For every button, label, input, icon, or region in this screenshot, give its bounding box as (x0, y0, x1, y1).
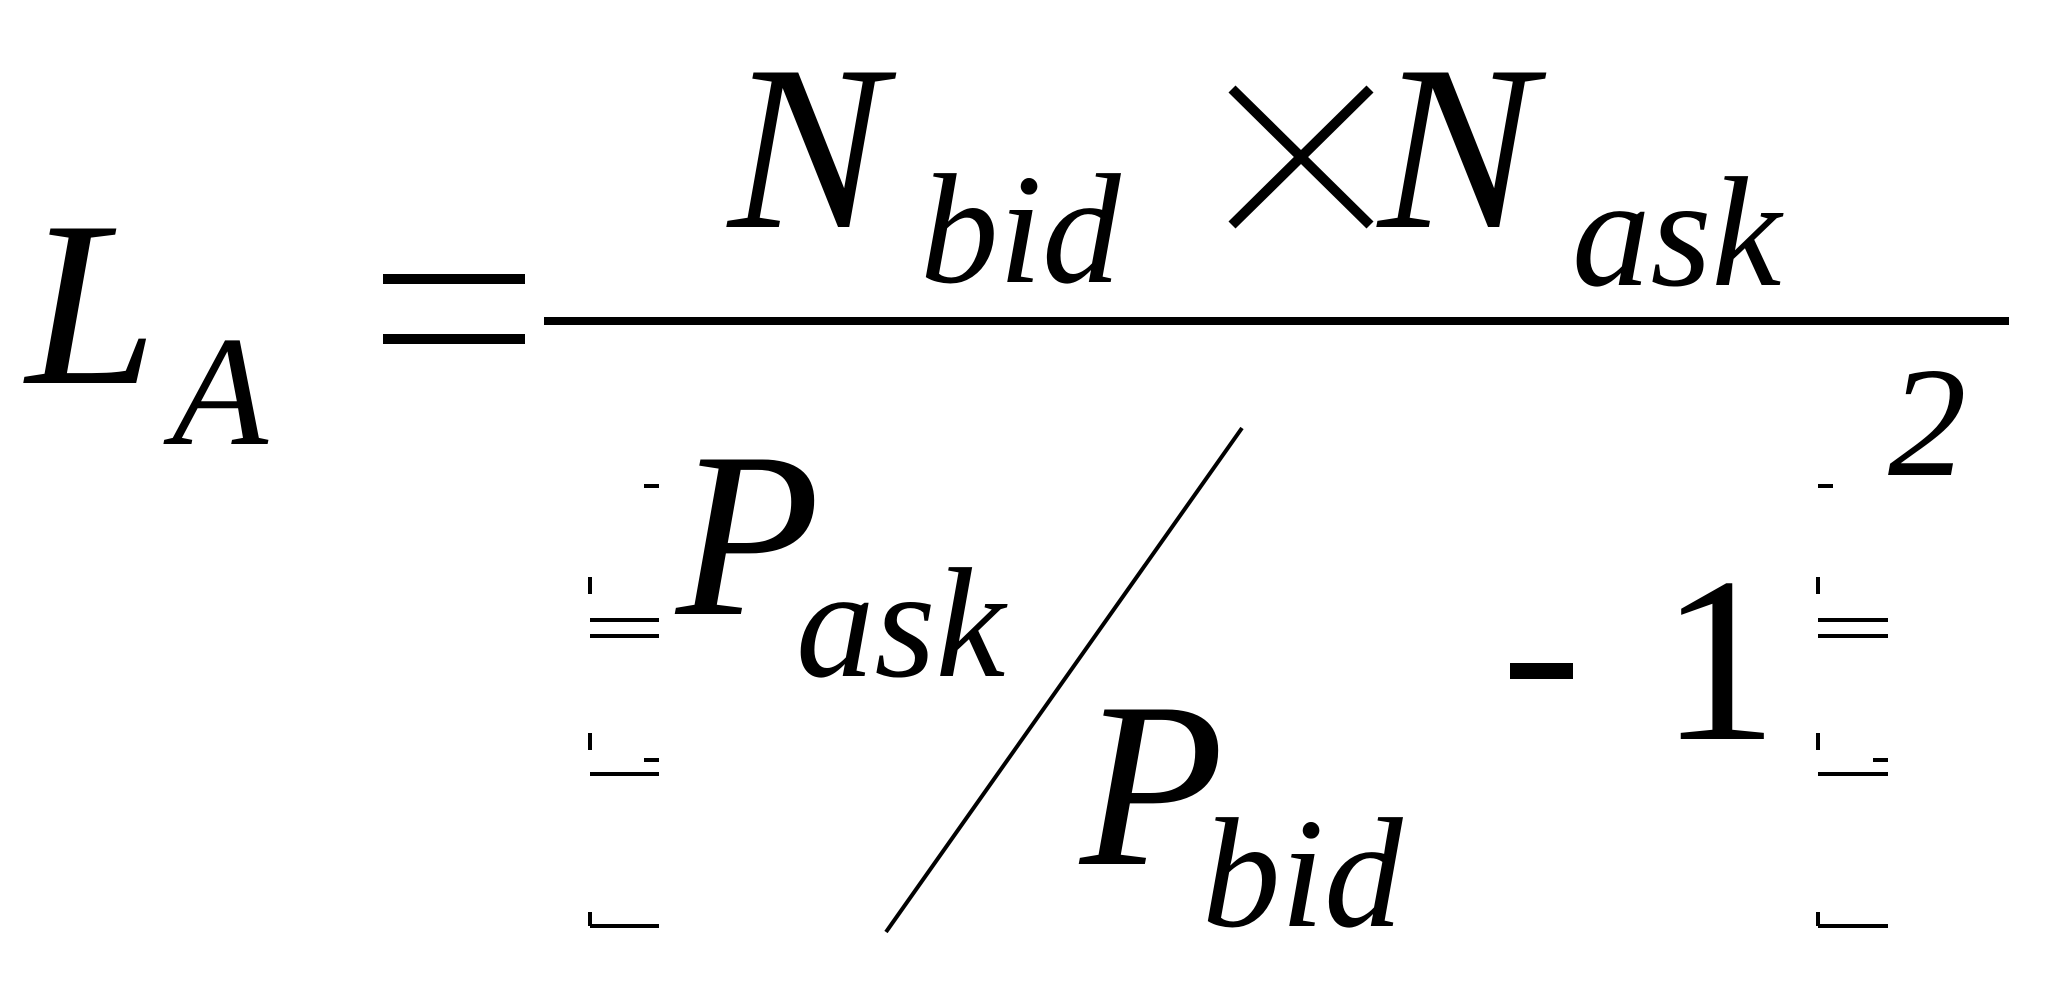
ratio-p-ask: P (674, 405, 820, 666)
ratio-slash (884, 426, 1244, 934)
ratio-bid-subscript: bid (1202, 786, 1403, 960)
numerator-bid-subscript: bid (920, 142, 1121, 316)
minus-sign (1510, 663, 1573, 679)
equals-sign (383, 274, 525, 344)
lhs-symbol: L (23, 174, 157, 435)
lhs-subscript: A (163, 304, 269, 478)
ratio-ask-subscript: ask (796, 536, 1008, 710)
numerator-ask-subscript: ask (1572, 145, 1784, 319)
numerator-n-bid: N (726, 18, 897, 279)
times-operator (1228, 85, 1374, 229)
right-bracket (1816, 484, 1888, 928)
numerator-n-ask: N (1376, 18, 1547, 279)
ratio-p-bid: P (1078, 655, 1224, 916)
left-bracket (588, 484, 659, 928)
constant-one: 1 (1660, 530, 1778, 791)
fraction-bar (544, 317, 2009, 325)
exponent-two: 2 (1888, 335, 1967, 509)
